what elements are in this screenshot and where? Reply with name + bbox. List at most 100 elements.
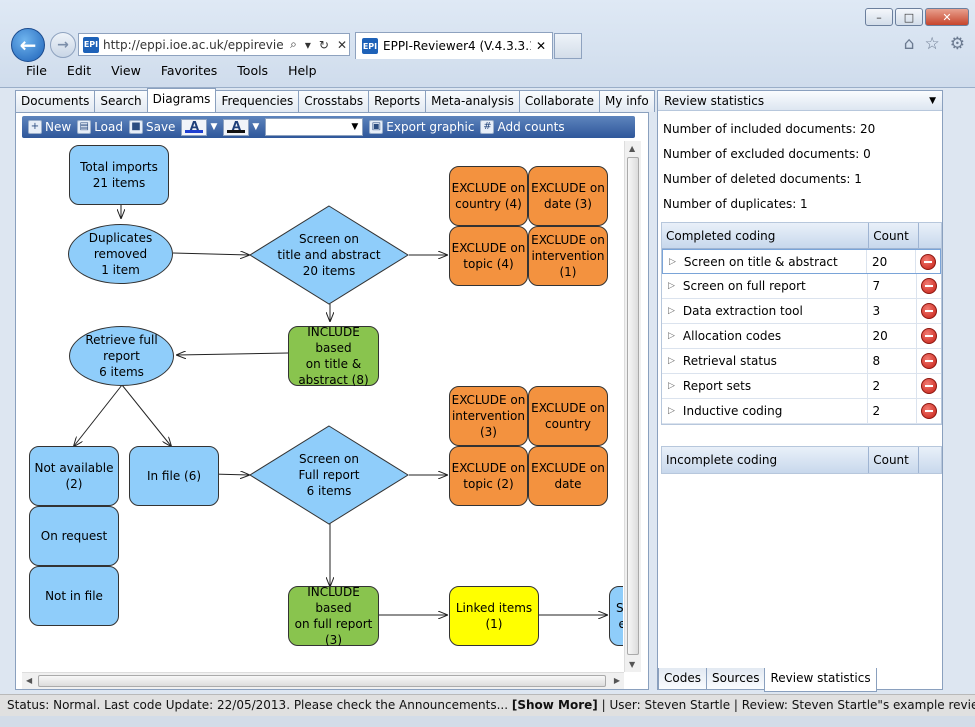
menu-view[interactable]: View [111, 63, 141, 78]
scroll-right-icon[interactable]: ▶ [613, 676, 620, 685]
expand-triangle-icon[interactable]: ▷ [668, 331, 675, 341]
vertical-scroll-thumb[interactable] [627, 157, 639, 655]
col-header-count[interactable]: Count [869, 223, 920, 248]
back-button[interactable]: ← [11, 28, 45, 62]
home-icon[interactable]: ⌂ [903, 34, 915, 54]
node-not-in-file[interactable]: Not in file [29, 566, 119, 626]
menu-favorites[interactable]: Favorites [160, 63, 218, 78]
font-color-picker[interactable]: A▼ [181, 118, 217, 136]
col-header-count[interactable]: Count [869, 447, 920, 473]
review-statistics-header[interactable]: Review statistics ▼ [658, 91, 942, 111]
tab-crosstabs[interactable]: Crosstabs [298, 90, 370, 112]
address-bar[interactable]: EPI http://eppi.ioe.ac.uk/eppireviewe ⌕ … [78, 33, 350, 56]
close-window-button[interactable]: ✕ [925, 8, 969, 26]
menu-file[interactable]: File [26, 63, 47, 78]
expand-triangle-icon[interactable]: ▷ [668, 281, 675, 291]
settings-gear-icon[interactable]: ⚙ [949, 34, 965, 54]
expand-triangle-icon[interactable]: ▷ [668, 306, 675, 316]
tab-codes[interactable]: Codes [658, 668, 707, 690]
node-on-request[interactable]: On request [29, 506, 119, 566]
browser-tab[interactable]: EPI EPPI-Reviewer4 (V.4.3.3.1) ✕ [355, 32, 553, 59]
new-button[interactable]: +New [28, 120, 71, 134]
favorites-star-icon[interactable]: ☆ [924, 34, 940, 54]
node-in-file[interactable]: In file (6) [129, 446, 219, 506]
expand-triangle-icon[interactable]: ▷ [669, 256, 676, 267]
delete-minus-icon[interactable] [921, 403, 938, 419]
node-not-available[interactable]: Not available(2) [29, 446, 119, 506]
forward-button[interactable]: → [50, 32, 76, 58]
expand-triangle-icon[interactable]: ▷ [668, 356, 675, 366]
menu-help[interactable]: Help [288, 63, 317, 78]
delete-minus-icon[interactable] [921, 328, 938, 344]
stop-icon[interactable]: ✕ [336, 37, 347, 52]
tab-collaborate[interactable]: Collaborate [518, 90, 600, 112]
menu-edit[interactable]: Edit [66, 63, 92, 78]
fill-color-picker[interactable]: A▼ [223, 118, 259, 136]
export-graphic-button[interactable]: ▣Export graphic [369, 120, 474, 134]
expand-triangle-icon[interactable]: ▷ [668, 381, 675, 391]
vertical-scrollbar[interactable]: ▲ ▼ [624, 141, 641, 672]
refresh-icon[interactable]: ↻ [318, 37, 329, 52]
tab-review-statistics[interactable]: Review statistics [764, 668, 877, 692]
horizontal-scrollbar[interactable]: ◀ ▶ [22, 672, 624, 689]
add-counts-button[interactable]: #Add counts [480, 120, 565, 134]
col-header-name[interactable]: Completed coding [662, 223, 870, 248]
dropdown-icon[interactable]: ▾ [304, 37, 311, 52]
scroll-up-icon[interactable]: ▲ [629, 144, 636, 153]
delete-minus-icon[interactable] [921, 378, 938, 394]
chevron-down-icon[interactable]: ▼ [929, 95, 936, 106]
tab-diagrams[interactable]: Diagrams [146, 88, 217, 112]
save-button[interactable]: ■Save [128, 120, 175, 134]
tab-frequencies[interactable]: Frequencies [215, 90, 300, 112]
node-linked-items[interactable]: Linked items(1) [449, 586, 539, 646]
minimize-button[interactable]: – [865, 8, 893, 26]
delete-minus-icon[interactable] [921, 303, 938, 319]
load-button[interactable]: ▤Load [77, 120, 123, 134]
show-more-link[interactable]: [Show More] [511, 698, 598, 712]
tab-reports[interactable]: Reports [368, 90, 427, 112]
node-partial-offscreen[interactable]: Ste [609, 586, 623, 646]
horizontal-scroll-thumb[interactable] [38, 675, 606, 687]
delete-minus-icon[interactable] [920, 253, 937, 270]
tab-search[interactable]: Search [94, 90, 148, 112]
new-tab-button[interactable] [554, 33, 582, 59]
scroll-left-icon[interactable]: ◀ [26, 676, 33, 685]
shape-combo[interactable]: ▼ [265, 118, 364, 136]
search-icon[interactable]: ⌕ [290, 37, 297, 51]
expand-triangle-icon[interactable]: ▷ [668, 406, 675, 416]
delete-minus-icon[interactable] [921, 278, 938, 294]
tab-my-info[interactable]: My info [598, 90, 655, 112]
close-tab-icon[interactable]: ✕ [535, 39, 546, 53]
menu-tools[interactable]: Tools [237, 63, 269, 78]
col-header-name[interactable]: Incomplete coding [662, 447, 870, 473]
scroll-down-icon[interactable]: ▼ [629, 660, 636, 669]
address-url[interactable]: http://eppi.ioe.ac.uk/eppireviewe [103, 37, 285, 52]
tab-sources[interactable]: Sources [705, 668, 766, 690]
maximize-button[interactable]: □ [895, 8, 923, 26]
tab-meta-analysis[interactable]: Meta-analysis [425, 90, 520, 112]
tab-documents[interactable]: Documents [15, 90, 96, 112]
